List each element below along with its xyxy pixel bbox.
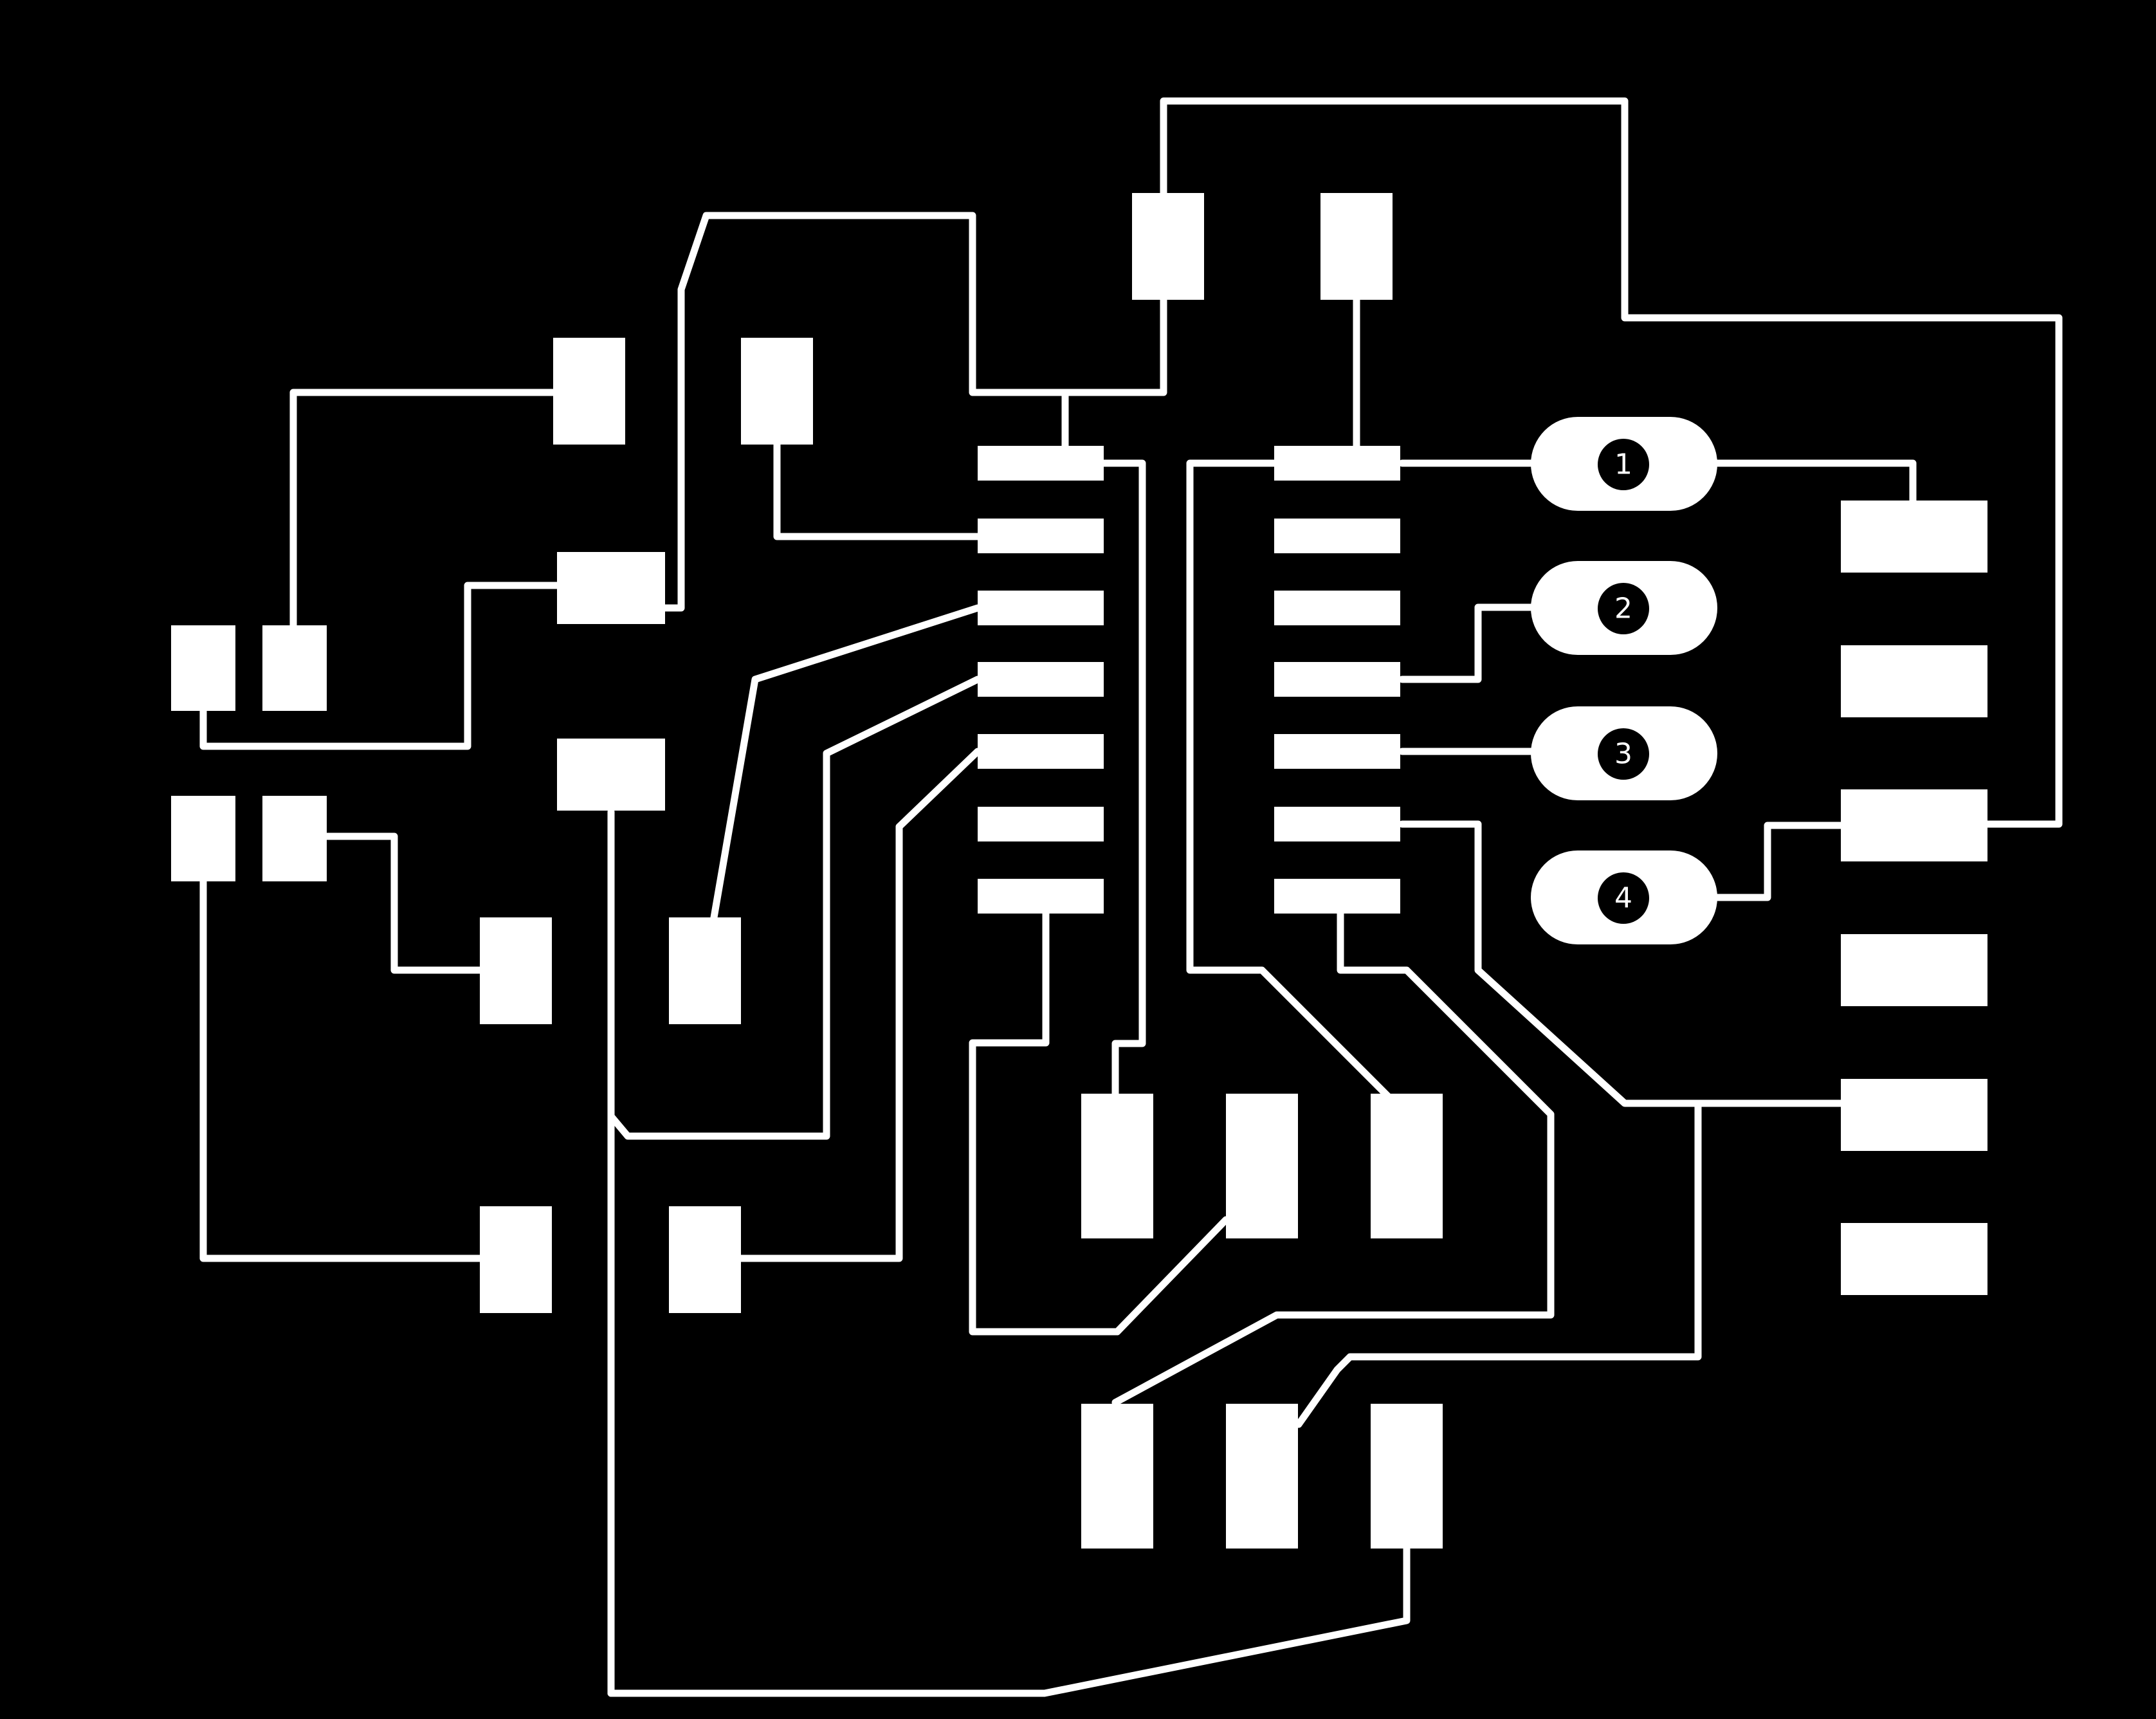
pad [1226,1404,1298,1549]
connector-pad [1841,1079,1987,1151]
pad [171,796,235,881]
ic-pin-pad [1274,662,1400,697]
ic-pin-pad [1274,734,1400,769]
trace [199,582,561,750]
pad [557,552,665,624]
pad [1320,193,1393,300]
pad [669,917,741,1024]
ic-pin-pad [1274,807,1400,841]
trace [659,212,1167,612]
pad [171,625,235,711]
connector-pad [1841,501,1987,573]
pin-number-2: 2 [1614,593,1632,625]
header-pin-1: 1 [1531,417,1717,511]
ic-pin-pad [1274,879,1400,914]
trace [1160,97,2063,828]
pin-number-4: 4 [1614,882,1632,915]
trace [1100,459,1146,1098]
ic-pin-pad [978,591,1104,625]
ic-pin-pad [978,879,1104,914]
ic-pin-pad [978,734,1104,769]
trace [323,832,484,974]
ic-pin-pad [978,807,1104,841]
trace [1186,459,1395,1103]
pad [557,739,665,811]
ic-pin-pad [978,519,1104,553]
connector-pad [1841,789,1987,861]
trace [1398,603,1535,683]
pad [1081,1404,1153,1549]
connector-pad [1841,934,1987,1006]
connector-pad [1841,1223,1987,1295]
pad [1132,193,1204,300]
pad [669,1206,741,1313]
pad [1081,1094,1153,1238]
header-pin-4: 4 [1531,850,1717,944]
trace [607,676,982,1140]
pad [741,338,813,445]
trace [1295,1099,1702,1428]
trace [773,440,982,540]
trace [1712,459,1917,506]
trace [289,389,557,629]
trace [710,604,982,921]
trace [1694,822,1850,901]
pad [1226,1094,1298,1238]
pad [553,338,625,445]
pad [262,796,327,881]
ic-pin-pad [978,446,1104,481]
pad [262,625,327,711]
pad [1371,1404,1443,1549]
pin-number-3: 3 [1614,738,1632,771]
trace [969,897,1230,1336]
ic-pin-pad [1274,446,1400,481]
header-pin-2: 2 [1531,561,1717,655]
header-pin-3: 3 [1531,706,1717,800]
trace [607,1545,1411,1697]
connector-pad [1841,645,1987,717]
pin-number-1: 1 [1614,448,1632,481]
trace [1111,897,1555,1406]
pad [480,917,552,1024]
trace [199,878,484,1262]
smd-pads [171,193,1987,1549]
ic-pin-pad [978,662,1104,697]
pad [480,1206,552,1313]
copper-traces [199,97,2063,1697]
pad [1371,1094,1443,1238]
ic-pin-pad [1274,591,1400,625]
ic-pin-pad [1274,519,1400,553]
pin-header: 1 2 3 4 [1531,417,1717,944]
trace [737,748,982,1262]
